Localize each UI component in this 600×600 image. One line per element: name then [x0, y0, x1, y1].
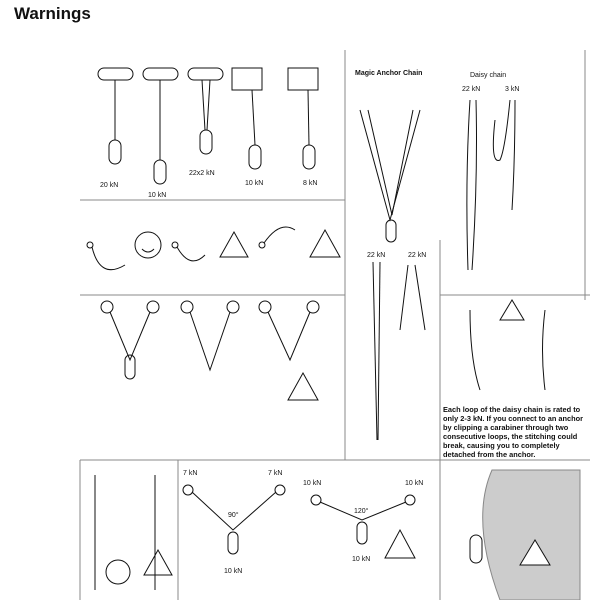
load-label: 10 kN — [352, 556, 371, 563]
load-label: 10 kN — [224, 568, 243, 575]
page-title: Warnings — [14, 4, 91, 23]
strength-label: 20 kN — [100, 182, 119, 189]
daisy-warning-note: Each loop of the daisy chain is rated to… — [443, 405, 584, 459]
strength-label: 10 kN — [148, 192, 167, 199]
bottom-left-panel — [94, 475, 173, 590]
panel-dividers — [79, 50, 590, 600]
fall-factor-panel — [86, 226, 341, 270]
rock-edge — [482, 469, 581, 600]
y-anchor-panel — [100, 300, 320, 401]
load-label: 22 kN — [367, 252, 386, 259]
load-label: 3 kN — [505, 86, 520, 93]
magic-anchor-chain — [359, 109, 426, 441]
load-label: 10 kN — [303, 480, 322, 487]
angle-panel — [182, 484, 416, 559]
daisy-misuse — [469, 299, 546, 391]
strength-label: 22x2 kN — [189, 170, 215, 177]
magic-anchor-title: Magic Anchor Chain — [355, 70, 423, 77]
angle-label: 120° — [354, 508, 369, 515]
load-label: 7 kN — [183, 470, 198, 477]
load-label: 10 kN — [405, 480, 424, 487]
strength-label: 8 kN — [303, 180, 318, 187]
daisy-title: Daisy chain — [470, 72, 507, 79]
strength-label: 10 kN — [245, 180, 264, 187]
load-label: 22 kN — [408, 252, 427, 259]
daisy-chain — [466, 99, 516, 271]
load-label: 22 kN — [462, 86, 481, 93]
load-label: 7 kN — [268, 470, 283, 477]
sling-examples — [97, 67, 319, 185]
angle-label: 90° — [228, 512, 239, 519]
